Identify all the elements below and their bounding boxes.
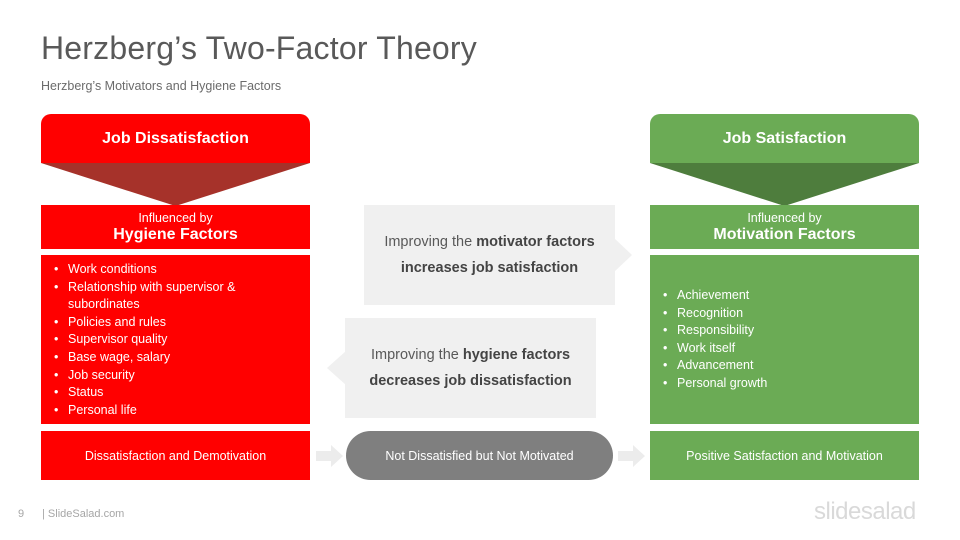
list-item: Advancement [658, 357, 913, 375]
callout-pointer-left [327, 351, 346, 385]
hygiene-factors-label: Hygiene Factors [113, 225, 238, 243]
list-item: Responsibility [658, 322, 913, 340]
down-funnel-green [650, 163, 919, 206]
down-funnel-red [41, 163, 310, 206]
list-item: Achievement [658, 287, 913, 305]
footer-source: | SlideSalad.com [42, 508, 125, 520]
list-item: Relationship with supervisor & subordina… [49, 279, 304, 314]
page-number: 9 [18, 508, 25, 520]
callout-line-2: increases job satisfaction [400, 260, 579, 276]
callout-pointer-right [614, 238, 632, 272]
motivation-factors-list: Achievement Recognition Responsibility W… [650, 255, 919, 424]
page-subtitle: Herzberg’s Motivators and Hygiene Factor… [41, 79, 282, 93]
hygiene-callout: Improving the hygiene factors decreases … [345, 318, 596, 418]
callout-emphasis: hygiene factors [462, 347, 571, 363]
influenced-by-label: Influenced by [747, 210, 822, 225]
neutral-state-pill: Not Dissatisfied but Not Motivated [346, 431, 613, 480]
list-item: Personal life [49, 402, 304, 420]
list-item: Policies and rules [49, 314, 304, 332]
list-item: Recognition [658, 305, 913, 323]
callout-line-1: Improving the hygiene factors [370, 347, 571, 363]
list-item: Personal growth [658, 375, 913, 393]
job-satisfaction-header: Job Satisfaction [650, 114, 919, 163]
arrow-right-icon [618, 445, 645, 467]
list-item: Status [49, 384, 304, 402]
influenced-by-label: Influenced by [138, 210, 213, 225]
motivation-factors-label: Motivation Factors [713, 225, 856, 243]
callout-emphasis: motivator factors [476, 234, 595, 250]
list-item: Job security [49, 367, 304, 385]
motivator-callout: Improving the motivator factors increase… [364, 205, 615, 305]
list-item: Supervisor quality [49, 331, 304, 349]
hygiene-influence-box: Influenced by Hygiene Factors [41, 205, 310, 249]
hygiene-factors-list: Work conditions Relationship with superv… [41, 255, 310, 424]
job-dissatisfaction-header: Job Dissatisfaction [41, 114, 310, 163]
callout-line-1: Improving the motivator factors [384, 234, 595, 250]
page-title: Herzberg’s Two-Factor Theory [41, 30, 477, 66]
satisfaction-outcome-box: Positive Satisfaction and Motivation [650, 431, 919, 480]
dissatisfaction-outcome-box: Dissatisfaction and Demotivation [41, 431, 310, 480]
list-item: Base wage, salary [49, 349, 304, 367]
motivation-influence-box: Influenced by Motivation Factors [650, 205, 919, 249]
list-item: Work conditions [49, 261, 304, 279]
arrow-right-icon [316, 445, 343, 467]
callout-line-2: decreases job dissatisfaction [369, 373, 572, 389]
brand-logo: slidesalad [814, 498, 916, 525]
list-item: Work itself [658, 340, 913, 358]
